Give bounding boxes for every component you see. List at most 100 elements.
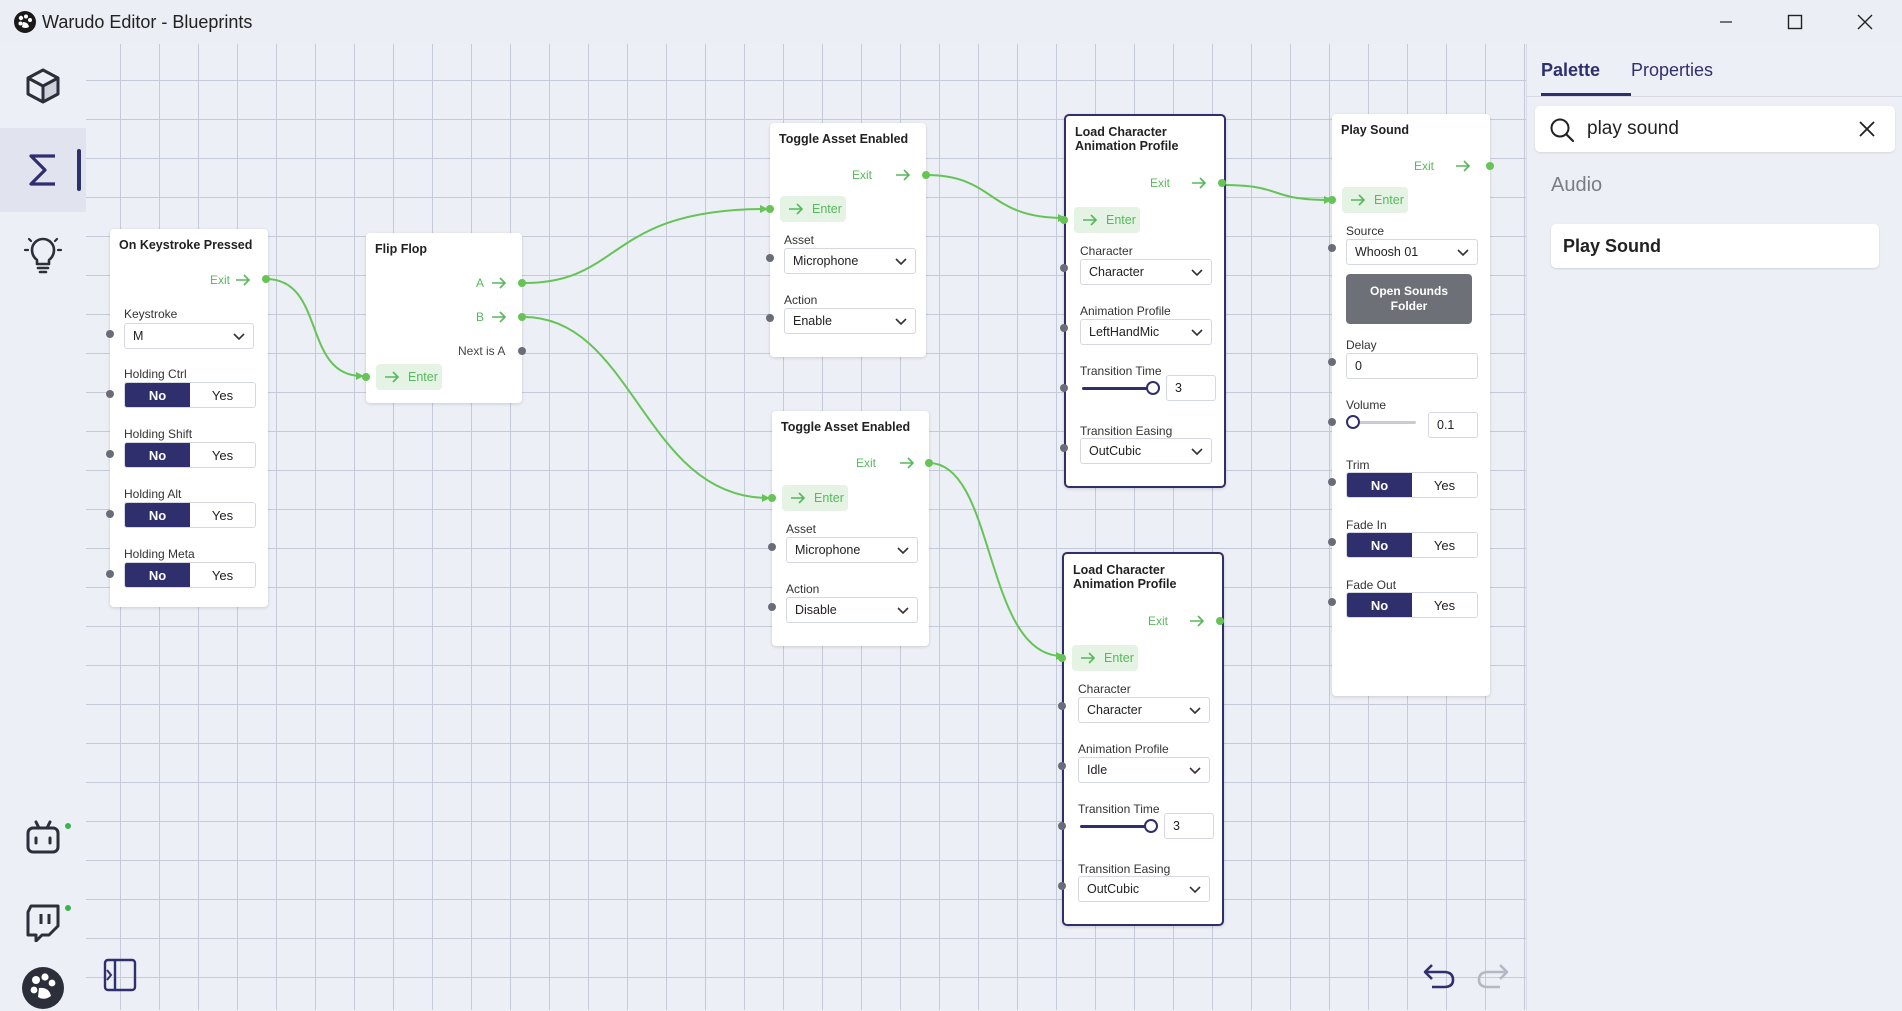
tab-palette[interactable]: Palette [1541, 44, 1600, 96]
enter-button[interactable]: Enter [782, 485, 848, 511]
input-port[interactable] [106, 450, 114, 458]
enter-button[interactable]: Enter [1072, 645, 1138, 671]
source-select[interactable]: Whoosh 01 [1346, 239, 1478, 265]
exit-port[interactable] [1486, 162, 1494, 170]
node-load-character-animation-profile[interactable]: Load Character Animation Profile Exit En… [1060, 114, 1226, 488]
transition-time-input[interactable]: 3 [1166, 375, 1216, 401]
no-option[interactable]: No [125, 443, 190, 467]
no-option[interactable]: No [1347, 533, 1412, 557]
a-output-port[interactable] [518, 279, 526, 287]
input-port[interactable] [1058, 702, 1066, 710]
action-select[interactable]: Disable [786, 597, 918, 623]
input-port[interactable] [1328, 418, 1336, 426]
clear-search-icon[interactable] [1859, 121, 1875, 137]
holding-meta-toggle[interactable]: No Yes [124, 562, 256, 588]
transition-time-input[interactable]: 3 [1164, 813, 1214, 839]
input-port[interactable] [766, 314, 774, 322]
input-port[interactable] [1060, 264, 1068, 272]
close-window-button[interactable] [1837, 6, 1893, 38]
input-port[interactable] [106, 510, 114, 518]
input-port[interactable] [1328, 478, 1336, 486]
enter-button[interactable]: Enter [376, 364, 442, 390]
enter-button[interactable]: Enter [780, 196, 846, 222]
sidebar-item-about[interactable] [0, 966, 86, 1010]
input-port[interactable] [106, 390, 114, 398]
input-port[interactable] [1328, 538, 1336, 546]
input-port[interactable] [1328, 598, 1336, 606]
transition-easing-select[interactable]: OutCubic [1078, 876, 1210, 902]
palette-search-box[interactable] [1535, 106, 1895, 152]
no-option[interactable]: No [1347, 473, 1412, 497]
slider-knob[interactable] [1346, 415, 1360, 429]
enter-port[interactable] [362, 373, 370, 381]
action-select[interactable]: Enable [784, 308, 916, 334]
holding-ctrl-toggle[interactable]: No Yes [124, 382, 256, 408]
input-port[interactable] [768, 603, 776, 611]
exit-port[interactable] [262, 275, 270, 283]
sidebar-item-scene[interactable] [0, 44, 86, 128]
yes-option[interactable]: Yes [190, 383, 255, 407]
yes-option[interactable]: Yes [190, 443, 255, 467]
delay-input[interactable]: 0 [1346, 353, 1478, 379]
input-port[interactable] [1058, 762, 1066, 770]
animation-profile-select[interactable]: LeftHandMic [1080, 319, 1212, 345]
holding-shift-toggle[interactable]: No Yes [124, 442, 256, 468]
input-port[interactable] [1060, 324, 1068, 332]
enter-port[interactable] [1058, 654, 1066, 662]
transition-time-slider[interactable] [1080, 825, 1150, 828]
exit-port[interactable] [925, 459, 933, 467]
slider-knob[interactable] [1146, 381, 1160, 395]
sidebar-item-blueprints[interactable] [0, 128, 86, 212]
no-option[interactable]: No [125, 383, 190, 407]
volume-slider[interactable] [1348, 421, 1416, 424]
undo-icon[interactable] [1422, 958, 1456, 992]
yes-option[interactable]: Yes [1412, 593, 1477, 617]
yes-option[interactable]: Yes [190, 503, 255, 527]
holding-alt-toggle[interactable]: No Yes [124, 502, 256, 528]
no-option[interactable]: No [125, 503, 190, 527]
enter-button[interactable]: Enter [1074, 207, 1140, 233]
toggle-panel-icon[interactable] [103, 958, 137, 992]
yes-option[interactable]: Yes [1412, 473, 1477, 497]
input-port[interactable] [1328, 358, 1336, 366]
minimize-button[interactable] [1698, 6, 1754, 38]
input-port[interactable] [1060, 444, 1068, 452]
enter-port[interactable] [766, 205, 774, 213]
output-port[interactable] [518, 347, 526, 355]
character-select[interactable]: Character [1080, 259, 1212, 285]
asset-select[interactable]: Microphone [784, 248, 916, 274]
node-play-sound[interactable]: Play Sound Exit Enter Source Whoosh 01 O… [1328, 114, 1494, 696]
yes-option[interactable]: Yes [1412, 533, 1477, 557]
transition-time-slider[interactable] [1082, 387, 1152, 390]
search-input[interactable] [1587, 106, 1847, 152]
enter-port[interactable] [1060, 216, 1068, 224]
maximize-button[interactable] [1767, 6, 1823, 38]
node-toggle-asset-enabled[interactable]: Toggle Asset Enabled Exit Enter Asset Mi… [766, 123, 930, 357]
input-port[interactable] [1328, 244, 1336, 252]
trim-toggle[interactable]: No Yes [1346, 472, 1478, 498]
input-port[interactable] [106, 330, 114, 338]
exit-port[interactable] [1218, 179, 1226, 187]
fade-out-toggle[interactable]: No Yes [1346, 592, 1478, 618]
animation-profile-select[interactable]: Idle [1078, 757, 1210, 783]
node-on-keystroke-pressed[interactable]: On Keystroke Pressed Exit Keystroke M Ho… [106, 229, 270, 607]
input-port[interactable] [1058, 882, 1066, 890]
enter-port[interactable] [768, 494, 776, 502]
no-option[interactable]: No [1347, 593, 1412, 617]
sidebar-item-onboarding[interactable] [0, 212, 86, 296]
b-output-port[interactable] [518, 313, 526, 321]
exit-port[interactable] [1216, 617, 1224, 625]
keystroke-select[interactable]: M [124, 323, 254, 349]
input-port[interactable] [1058, 822, 1066, 830]
asset-select[interactable]: Microphone [786, 537, 918, 563]
palette-item-play-sound[interactable]: Play Sound [1551, 224, 1879, 268]
slider-knob[interactable] [1144, 819, 1158, 833]
transition-easing-select[interactable]: OutCubic [1080, 438, 1212, 464]
tab-properties[interactable]: Properties [1631, 44, 1713, 96]
input-port[interactable] [1060, 384, 1068, 392]
node-toggle-asset-enabled[interactable]: Toggle Asset Enabled Exit Enter Asset Mi… [768, 411, 933, 646]
fade-in-toggle[interactable]: No Yes [1346, 532, 1478, 558]
input-port[interactable] [768, 543, 776, 551]
blueprint-canvas[interactable]: On Keystroke Pressed Exit Keystroke M Ho… [86, 44, 1526, 1010]
input-port[interactable] [766, 254, 774, 262]
